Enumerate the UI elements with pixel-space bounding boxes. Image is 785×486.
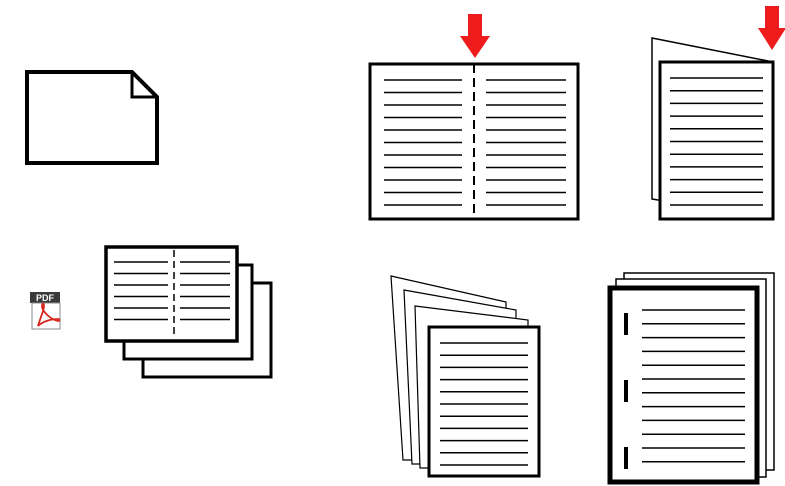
pdf-file-icon: PDF	[30, 292, 60, 329]
stacked-spread-pages-icon	[106, 247, 271, 377]
pdf-label: PDF	[36, 293, 55, 303]
folded-booklet-icon	[652, 6, 785, 219]
down-arrow-icon	[460, 14, 490, 58]
side-bound-book-icon	[610, 273, 774, 482]
single-page-icon	[27, 72, 157, 163]
folded-stack-icon	[391, 276, 539, 476]
open-booklet-center-fold-icon	[370, 14, 578, 219]
down-arrow-icon	[758, 6, 785, 50]
